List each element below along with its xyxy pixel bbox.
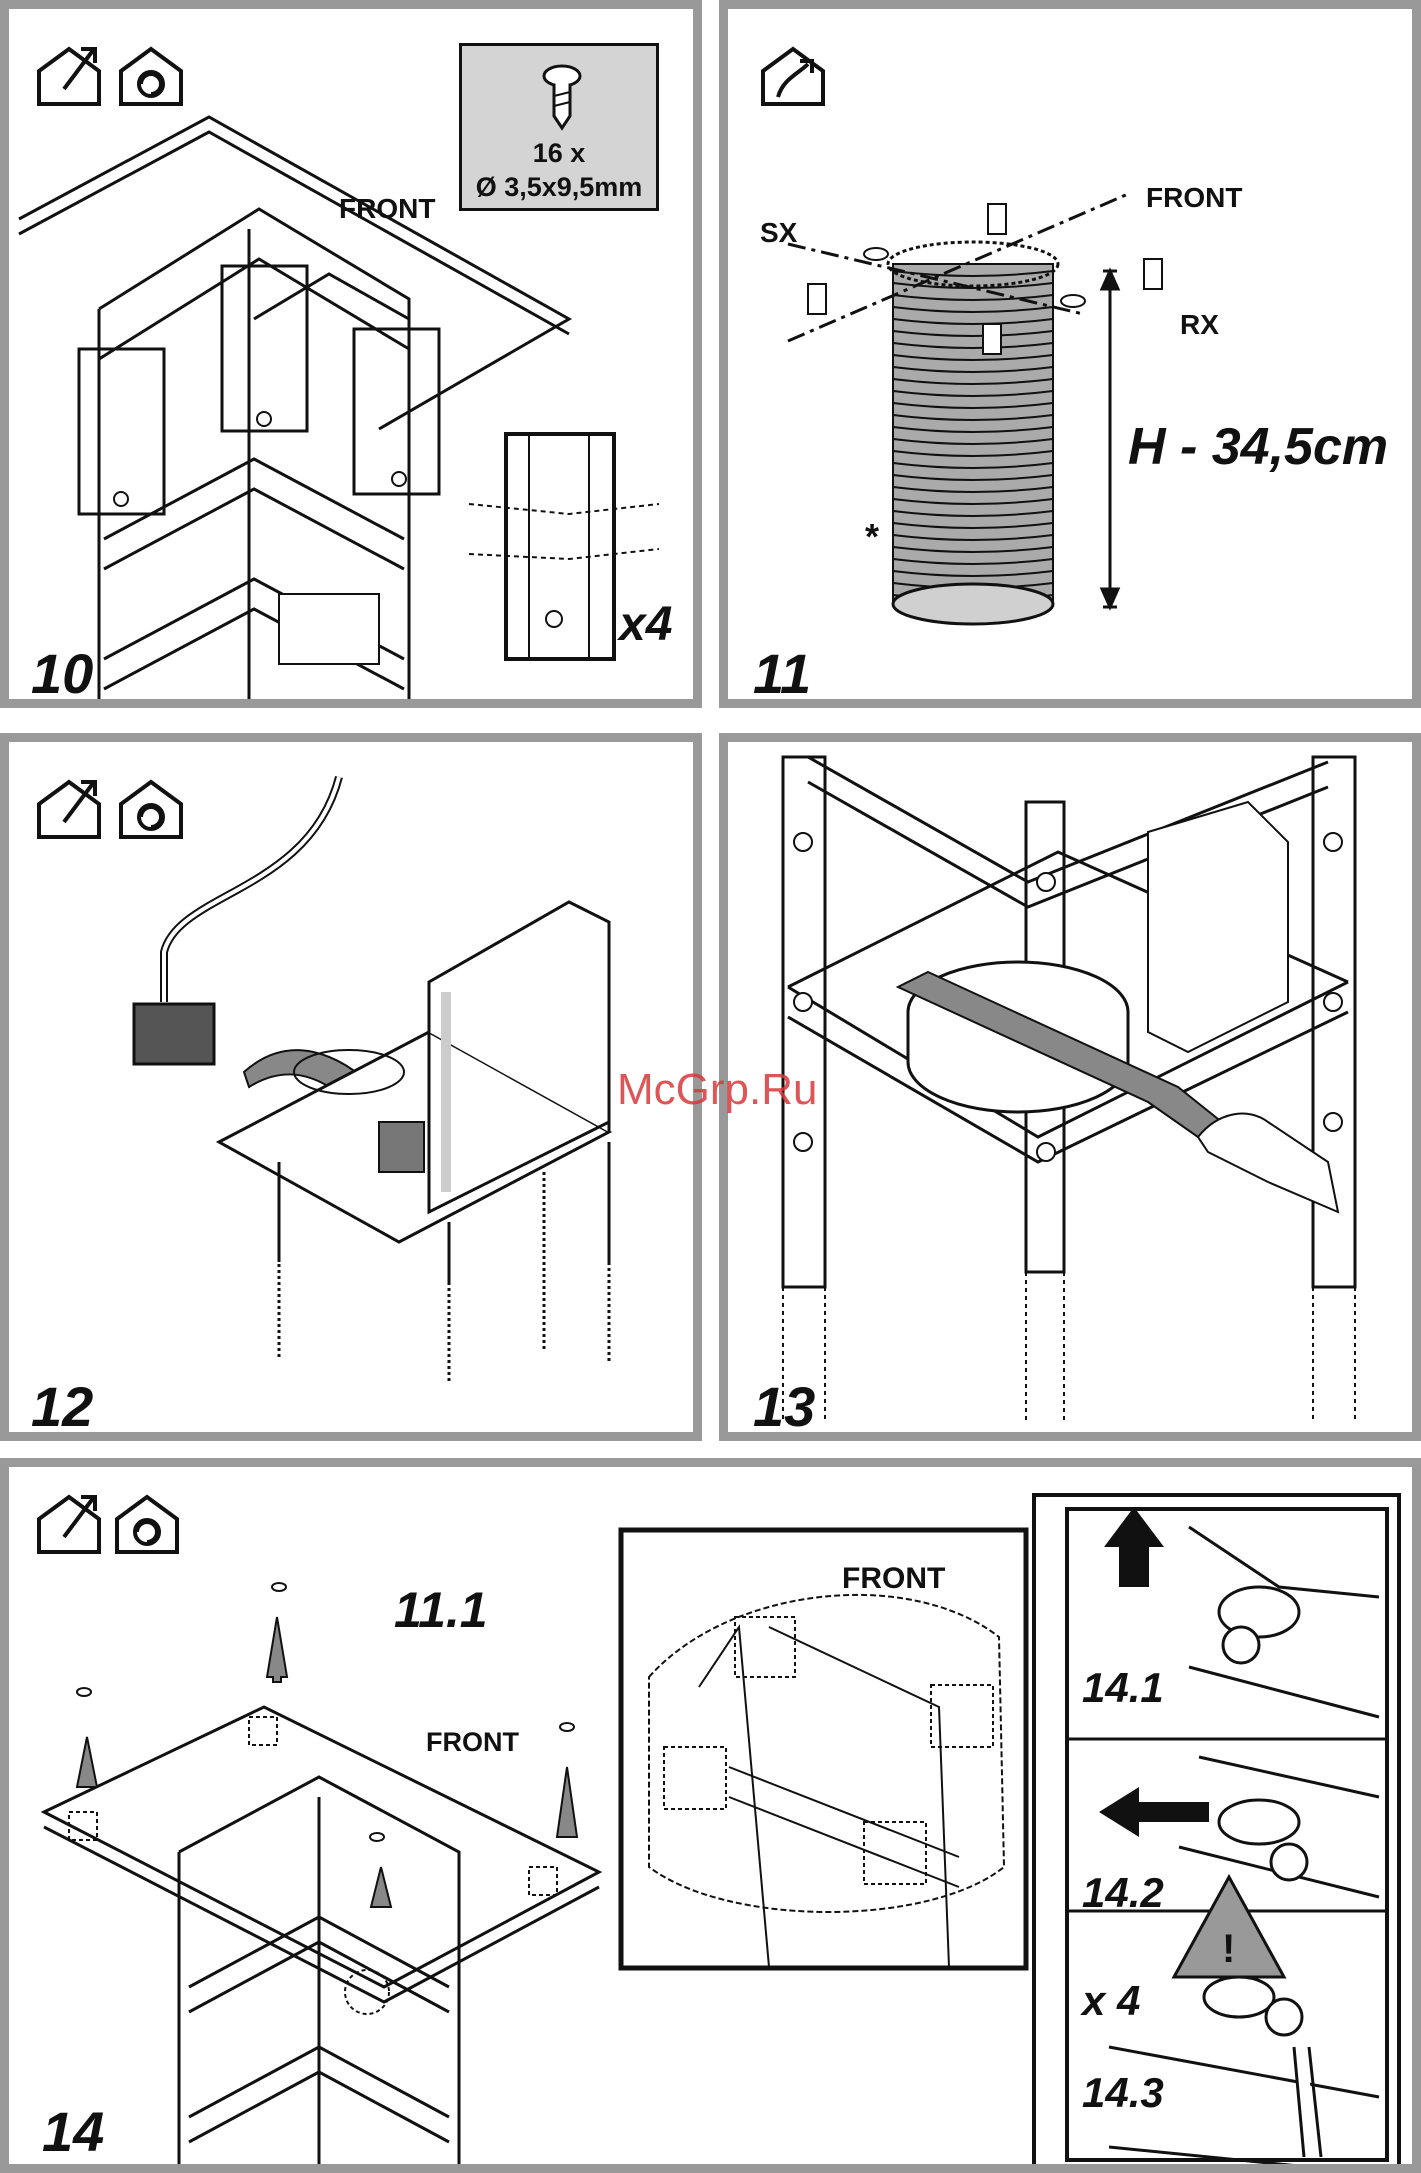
panel-step-14: 11.1 FRONT FRONT 14.1 14.2 x 4 14.3 ! 14 <box>0 1458 1421 2173</box>
house-recirculation-icon <box>117 1497 177 1552</box>
sx-label: SX <box>760 219 797 247</box>
screw-size: Ø 3,5x9,5mm <box>462 174 656 201</box>
front-label: FRONT <box>1146 184 1242 212</box>
screw-quantity: 16 x <box>462 140 656 167</box>
front-inset-label: FRONT <box>842 1564 945 1594</box>
house-recirculation-icon <box>121 49 181 104</box>
house-outlet-icon <box>763 49 823 104</box>
step-number: 12 <box>31 1379 93 1435</box>
house-extraction-icon <box>39 782 99 837</box>
height-dimension-label: H - 34,5cm <box>1128 421 1388 473</box>
substep-14-3: 14.3 <box>1082 2072 1164 2114</box>
panel-step-12: 12 <box>0 733 702 1441</box>
house-recirculation-icon <box>121 782 181 837</box>
step-13-illustration <box>728 742 1421 1441</box>
house-extraction-icon <box>39 1497 99 1552</box>
reference-step-label: 11.1 <box>394 1585 488 1635</box>
step-14-illustration <box>9 1467 1421 2173</box>
panel-step-10: 16 x Ø 3,5x9,5mm FRONT x4 10 <box>0 0 702 708</box>
front-label: FRONT <box>426 1729 519 1756</box>
step-number: 10 <box>31 646 93 702</box>
panel-step-11: SX FRONT RX H - 34,5cm * 11 <box>719 0 1421 708</box>
step-number: 11 <box>753 646 811 702</box>
step-12-illustration <box>9 742 702 1441</box>
rx-label: RX <box>1180 311 1219 339</box>
step-number: 14 <box>42 2104 104 2160</box>
times-label: x 4 <box>1082 1980 1140 2022</box>
screw-spec-box: 16 x Ø 3,5x9,5mm <box>459 43 659 211</box>
front-label: FRONT <box>339 195 435 223</box>
watermark: McGrp.Ru <box>617 1065 817 1115</box>
substep-14-1: 14.1 <box>1082 1667 1164 1709</box>
panel-step-13: 13 <box>719 733 1421 1441</box>
substep-14-2: 14.2 <box>1082 1872 1164 1914</box>
step-number: 13 <box>753 1379 815 1435</box>
multiplier-label: x4 <box>619 601 672 649</box>
front-detail-inset <box>621 1530 1026 1968</box>
house-extraction-icon <box>39 49 99 104</box>
asterisk-mark: * <box>865 519 879 555</box>
step-11-illustration <box>728 9 1421 708</box>
warning-mark: ! <box>1222 1929 1235 1969</box>
